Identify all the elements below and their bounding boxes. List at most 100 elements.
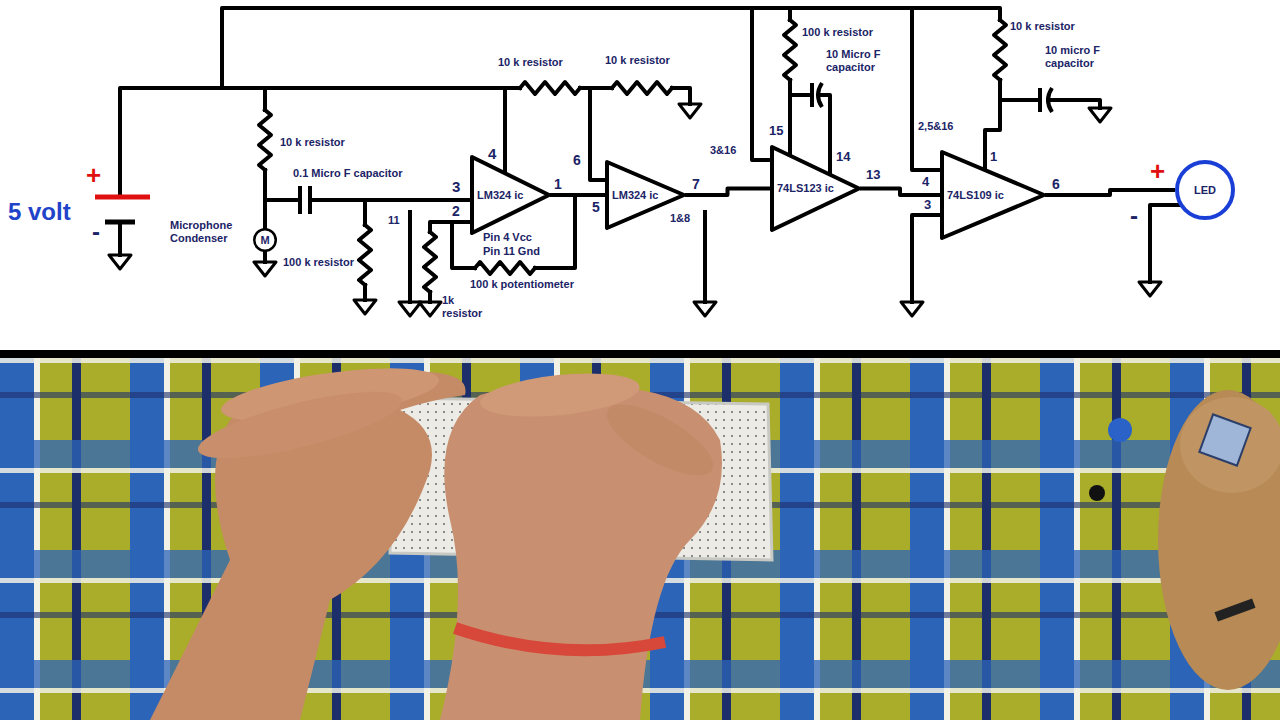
pin-number: 11 [388, 214, 400, 227]
pin-number: 2 [452, 203, 460, 219]
label-slot: 100 k resistor [802, 26, 873, 39]
label-slot: 2,5&16 [918, 120, 953, 133]
microphone-symbol: M [253, 228, 277, 252]
wire [790, 93, 812, 97]
node-text: LM324 ic [477, 189, 523, 202]
part-label: 100 k resistor [283, 256, 354, 269]
pin-number: 1 [554, 176, 562, 192]
label-slot: 0.1 Micro F capacitor [293, 167, 402, 180]
led-circle: LED [1175, 160, 1235, 220]
part-label: 10 Micro F capacitor [826, 48, 896, 73]
capacitor-plate [1048, 88, 1052, 112]
teddy-patch [1199, 414, 1250, 465]
potentiometer-symbol [475, 262, 535, 274]
opamp-triangle: LM324 ic [470, 155, 550, 235]
ground-symbol [901, 302, 923, 316]
label-slot: Microphone Condenser [170, 219, 250, 244]
wire [120, 88, 505, 197]
node-text: LED [1194, 184, 1216, 197]
pin-number: 3&16 [710, 144, 736, 157]
pin-number: 15 [769, 124, 783, 139]
triangle-shape [942, 152, 1044, 238]
part-label: 1k resistor [442, 294, 492, 319]
bracelet [455, 628, 665, 650]
wire [703, 212, 707, 302]
battery-plate [95, 195, 150, 200]
pin-number: 2,5&16 [918, 120, 953, 133]
label-slot: + [1150, 158, 1165, 184]
wire [535, 195, 575, 268]
label-slot: 2 [452, 203, 460, 219]
wire [912, 215, 940, 302]
pin-number: 3 [452, 178, 460, 195]
component-part [1214, 598, 1255, 621]
part-label: 10 k resistor [605, 54, 670, 67]
polarity-sign: + [1150, 158, 1165, 184]
wire [263, 88, 267, 110]
pin-number: 14 [836, 150, 850, 165]
wire [590, 88, 605, 180]
part-label: 100 k potentiometer [470, 278, 574, 291]
pin-number: 6 [1052, 176, 1060, 192]
label-slot: - [92, 220, 100, 244]
cloth-photo [0, 358, 1280, 720]
node-text: 74LS109 ic [947, 189, 1004, 202]
pin-number: 6 [573, 152, 581, 168]
label-slot: 1k resistor [442, 294, 492, 319]
pin-number: 4 [922, 175, 929, 190]
pin-number: 7 [692, 176, 700, 192]
part-label: 0.1 Micro F capacitor [293, 167, 402, 180]
wire-connector [860, 189, 940, 196]
resistor-symbol [359, 225, 371, 285]
label-slot: 15 [769, 124, 783, 139]
label-slot: 1 [554, 176, 562, 192]
label-slot: 3 [452, 178, 460, 195]
pin-number: 1 [990, 150, 997, 165]
label-slot: + [86, 162, 101, 188]
wire [222, 8, 1000, 88]
part-label: 10 k resistor [280, 136, 345, 149]
label-slot: Pin 4 Vcc [483, 231, 532, 244]
node-text: LM324 ic [612, 189, 658, 202]
label-slot: 100 k resistor [283, 256, 354, 269]
capacitors [95, 83, 1052, 222]
microphone-part [1089, 485, 1105, 501]
label-slot: 10 micro F capacitor [1045, 44, 1117, 69]
resistors [259, 20, 1006, 292]
left-hand [150, 372, 466, 720]
capacitor-plate [1038, 88, 1042, 112]
label-slot: 13 [866, 168, 880, 183]
triangle-shape [472, 157, 549, 233]
ground-symbol [399, 302, 421, 316]
label-slot: 1 [990, 150, 997, 165]
pin-number: 5 [592, 199, 600, 215]
circle-shape [254, 229, 276, 251]
wire [118, 222, 122, 255]
label-slot: 6 [1052, 176, 1060, 192]
capacitor-plate [298, 186, 302, 214]
label-slot: 10 k resistor [498, 56, 563, 69]
ground-symbol [679, 104, 701, 118]
pin-number: 4 [488, 145, 496, 162]
pin-number: 13 [866, 168, 880, 183]
label-slot: - [1130, 204, 1138, 228]
resistor-symbol [784, 20, 796, 80]
label-slot: 10 k resistor [280, 136, 345, 149]
part-label: 10 micro F capacitor [1045, 44, 1117, 69]
pin-number: 1&8 [670, 212, 690, 225]
right-hand [440, 381, 722, 720]
separator-band [0, 350, 1280, 358]
grounds [109, 104, 1161, 316]
battery-plate [105, 220, 135, 225]
wire-connector [1045, 190, 1175, 195]
ground-symbol [419, 302, 441, 316]
wire [408, 212, 412, 302]
node-text: 74LS123 ic [777, 182, 834, 195]
resistor-symbol [520, 82, 580, 94]
label-slot: 5 volt [8, 198, 71, 226]
pin-note: Pin 11 Gnd [483, 245, 540, 258]
ground-symbol [354, 300, 376, 314]
ground-symbol [1139, 282, 1161, 296]
label-slot: 11 [388, 214, 400, 227]
